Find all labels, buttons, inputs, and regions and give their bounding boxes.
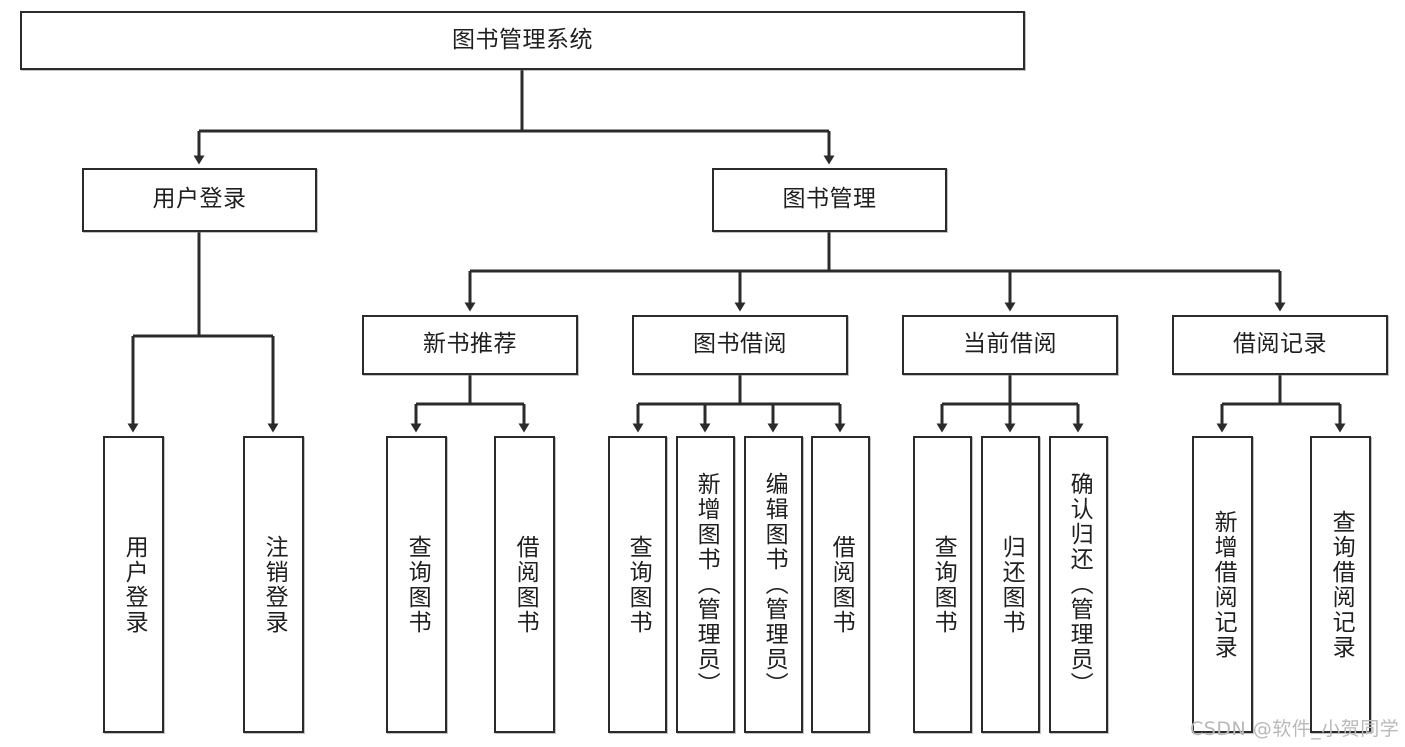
node-leaf-query-book-recommend[interactable]: 查询图书 (386, 436, 447, 733)
edges-borrowrecord-to-leaves (1216, 375, 1346, 433)
node-label: 查询借阅记录 (1328, 509, 1355, 660)
node-label: 归还图书 (998, 534, 1025, 635)
node-leaf-query-book-current[interactable]: 查询图书 (913, 436, 972, 733)
node-leaf-add-borrow-record[interactable]: 新增借阅记录 (1192, 436, 1253, 733)
node-leaf-confirm-return-admin[interactable]: 确认归还（管理员） (1049, 436, 1108, 733)
node-book-borrow[interactable]: 图书借阅 (632, 315, 848, 375)
csdn-watermark: CSDN @软件_小贺同学 (1190, 718, 1400, 740)
node-label: 图书管理 (782, 186, 877, 213)
edges-bookmanage-to-level3 (464, 232, 1286, 312)
edges-root-to-level2 (193, 70, 835, 165)
node-label: 新书推荐 (423, 331, 517, 358)
node-leaf-query-borrow-record[interactable]: 查询借阅记录 (1310, 436, 1371, 733)
node-label: 查询图书 (404, 534, 431, 635)
node-label: 编辑图书（管理员） (761, 472, 788, 697)
node-borrow-record[interactable]: 借阅记录 (1172, 315, 1388, 375)
node-label: 确认归还（管理员） (1066, 472, 1093, 697)
node-user-login[interactable]: 用户登录 (82, 168, 317, 232)
node-leaf-borrow-book-recommend[interactable]: 借阅图书 (494, 436, 555, 733)
node-leaf-add-book-admin[interactable]: 新增图书（管理员） (676, 436, 735, 733)
node-root-book-management-system[interactable]: 图书管理系统 (20, 11, 1025, 70)
node-leaf-edit-book-admin[interactable]: 编辑图书（管理员） (744, 436, 803, 733)
node-label: 查询图书 (625, 534, 652, 635)
node-leaf-user-login[interactable]: 用户登录 (103, 436, 164, 733)
node-leaf-borrow-book[interactable]: 借阅图书 (811, 436, 870, 733)
node-label: 图书借阅 (693, 331, 787, 358)
edges-newbook-to-leaves (410, 375, 530, 433)
edges-currentborrow-to-leaves (936, 375, 1084, 433)
node-leaf-logout-login[interactable]: 注销登录 (243, 436, 304, 733)
node-label: 用户登录 (152, 186, 247, 213)
node-label: 借阅图书 (512, 534, 539, 635)
node-leaf-return-book[interactable]: 归还图书 (981, 436, 1040, 733)
node-label: 新增图书（管理员） (693, 472, 720, 697)
node-label: 借阅图书 (828, 534, 855, 635)
node-label: 查询图书 (930, 534, 957, 635)
edges-bookborrow-to-leaves (632, 375, 846, 433)
node-label: 借阅记录 (1233, 331, 1327, 358)
node-label: 注销登录 (261, 534, 288, 635)
node-label: 图书管理系统 (452, 26, 593, 53)
node-book-management[interactable]: 图书管理 (712, 168, 947, 232)
node-current-borrow[interactable]: 当前借阅 (902, 315, 1118, 375)
node-new-book-recommend[interactable]: 新书推荐 (362, 315, 578, 375)
node-leaf-query-book-borrow[interactable]: 查询图书 (608, 436, 667, 733)
node-label: 用户登录 (121, 534, 148, 635)
edges-userlogin-to-leaves (127, 232, 279, 433)
node-label: 当前借阅 (963, 331, 1057, 358)
node-label: 新增借阅记录 (1210, 509, 1237, 660)
